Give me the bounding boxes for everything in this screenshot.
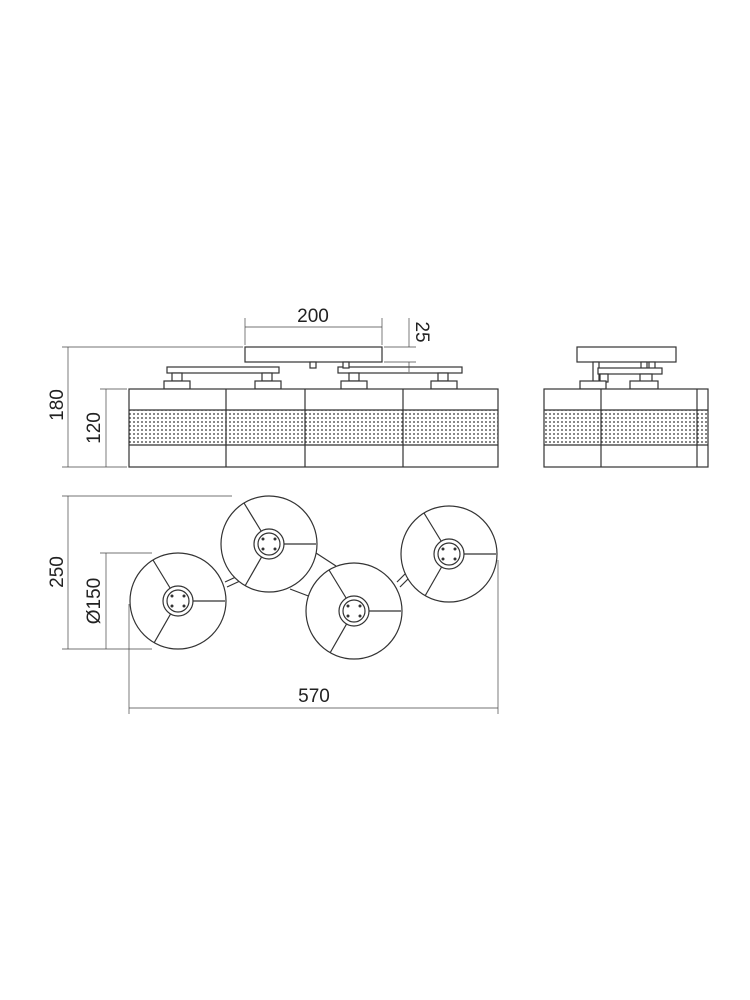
dimension-label-footprint-depth: 250 <box>47 556 68 588</box>
shade-top <box>400 505 498 603</box>
dimension-label-overall-length: 570 <box>298 686 330 707</box>
dimension-lines <box>62 318 499 714</box>
shade-top <box>129 552 227 650</box>
lamp-socket-group <box>163 372 458 390</box>
shade-row <box>128 388 499 468</box>
front-view <box>128 346 499 468</box>
stem <box>342 361 350 369</box>
arm-bar-left <box>166 366 280 374</box>
dimension-label-shade-height: 120 <box>84 412 105 444</box>
shade-top <box>220 495 318 593</box>
side-view <box>543 346 709 468</box>
dimension-label-canopy-width: 200 <box>297 306 329 327</box>
canopy-plate <box>244 346 383 363</box>
dimension-label-shade-diameter: Ø150 <box>84 578 105 624</box>
canopy-plate-side <box>576 346 677 363</box>
dimension-label-canopy-thickness: 25 <box>411 321 432 342</box>
arm-bar-right <box>337 366 463 374</box>
dimension-label-overall-height: 180 <box>47 389 68 421</box>
top-view <box>129 495 498 660</box>
shade-top <box>305 562 403 660</box>
stem <box>309 361 317 369</box>
